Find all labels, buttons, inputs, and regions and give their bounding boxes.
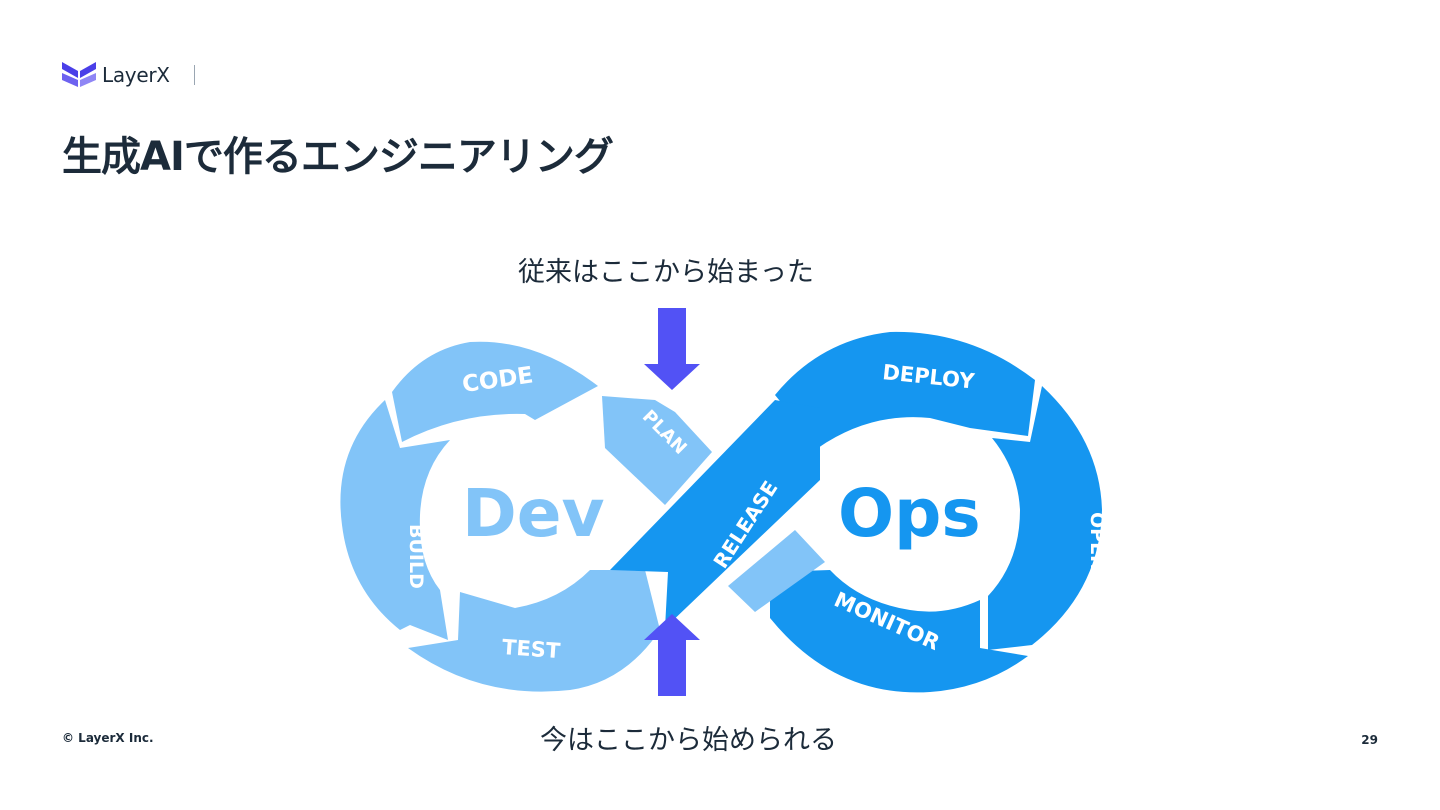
segment-connector [728, 530, 825, 612]
ops-loop [728, 331, 1102, 693]
logo-divider [193, 65, 195, 85]
dev-label: Dev [462, 475, 605, 552]
ops-label: Ops [838, 475, 981, 552]
label-operate: OPERATE [1086, 512, 1108, 609]
logo: LayerX [62, 60, 195, 90]
arrow-up-icon [644, 614, 700, 696]
segment-code [392, 341, 598, 442]
label-build: BUILD [405, 524, 427, 589]
page-number: 29 [1361, 733, 1378, 747]
segment-release [610, 400, 820, 628]
copyright: © LayerX Inc. [62, 731, 154, 745]
logo-text: LayerX [102, 63, 170, 87]
layerx-logo-icon [62, 62, 96, 87]
label-test: TEST [501, 635, 561, 663]
bottom-caption: 今はここから始められる [540, 725, 837, 756]
arrow-down-icon [644, 308, 700, 390]
segment-plan [602, 396, 712, 505]
segment-test [408, 570, 660, 692]
devops-infinity-diagram: CODE PLAN BUILD TEST RELEASE DEPLOY OPER… [340, 308, 1108, 696]
page-title: 生成AIで作るエンジニアリング [62, 134, 614, 180]
dev-loop [340, 341, 712, 692]
segment-deploy [775, 331, 1035, 448]
segment-build [340, 400, 450, 640]
segment-operate [988, 386, 1102, 650]
top-caption: 従来はここから始まった [518, 257, 814, 288]
segment-monitor [770, 570, 1028, 693]
